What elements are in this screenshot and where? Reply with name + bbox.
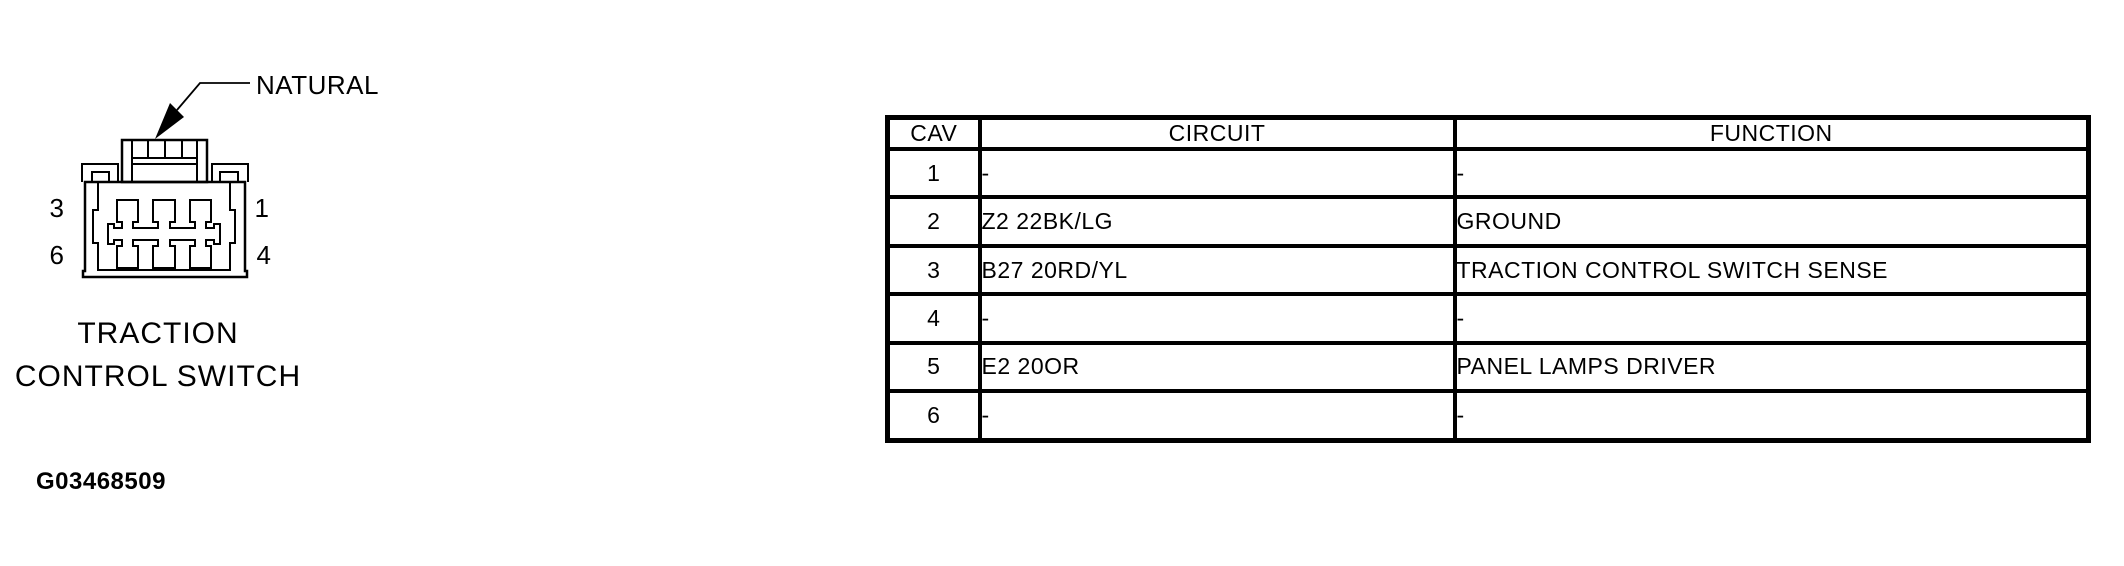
- cav-cell: 4: [885, 292, 982, 345]
- function-cell: -: [1452, 292, 2091, 345]
- table-row: 3 B27 20RD/YL TRACTION CONTROL SWITCH SE…: [885, 243, 2091, 297]
- table-row: 1 - -: [885, 146, 2091, 200]
- pin-label-4: 4: [256, 240, 272, 270]
- connector-body: [81, 180, 249, 279]
- caption-line-2: CONTROL SWITCH: [14, 360, 302, 393]
- header-cav: CAV: [885, 115, 982, 151]
- caption-line-1: TRACTION: [77, 317, 239, 350]
- function-cell: -: [1452, 146, 2091, 200]
- connector-color-label: NATURAL: [256, 70, 379, 100]
- table-row: 5 E2 20OR PANEL LAMPS DRIVER: [885, 340, 2091, 394]
- connector-right-ear: [211, 163, 249, 182]
- cav-cell: 1: [885, 146, 982, 200]
- circuit-cell: -: [977, 389, 1457, 443]
- function-cell: TRACTION CONTROL SWITCH SENSE: [1452, 243, 2091, 297]
- connector-inner-outline: [92, 183, 236, 271]
- table-row: 4 - -: [885, 292, 2091, 345]
- leader-line: [176, 82, 250, 111]
- arrowhead-icon: [155, 103, 184, 139]
- circuit-cell: -: [977, 146, 1457, 200]
- circuit-cell: -: [977, 292, 1457, 345]
- function-cell: PANEL LAMPS DRIVER: [1452, 340, 2091, 394]
- pinout-table-body: 1 - - 2 Z2 22BK/LG GROUND 3 B27 20RD/YL …: [885, 146, 2091, 443]
- cav-cell: 2: [885, 195, 982, 248]
- table-row: 2 Z2 22BK/LG GROUND: [885, 195, 2091, 248]
- cav-cell: 3: [885, 243, 982, 297]
- function-cell: -: [1452, 389, 2091, 443]
- cav-cell: 5: [885, 340, 982, 394]
- pin-label-1: 1: [254, 193, 270, 223]
- figure-id: G03468509: [36, 468, 166, 495]
- pinout-table: CAV CIRCUIT FUNCTION 1 - - 2 Z2 22BK/LG …: [885, 115, 2091, 443]
- circuit-cell: Z2 22BK/LG: [977, 195, 1457, 248]
- terminal-cavities: [107, 199, 221, 269]
- connector-left-ear: [81, 163, 119, 182]
- function-cell: GROUND: [1452, 195, 2091, 248]
- cav-cell: 6: [885, 389, 982, 443]
- header-circuit: CIRCUIT: [977, 115, 1457, 151]
- connector-drawing: [81, 82, 250, 279]
- header-function: FUNCTION: [1452, 115, 2091, 151]
- pin-label-3: 3: [49, 193, 65, 223]
- pin-label-6: 6: [49, 240, 65, 270]
- connector-caption: TRACTION CONTROL SWITCH: [4, 312, 312, 398]
- table-header-row: CAV CIRCUIT FUNCTION: [885, 115, 2091, 151]
- circuit-cell: B27 20RD/YL: [977, 243, 1457, 297]
- table-row: 6 - -: [885, 389, 2091, 443]
- circuit-cell: E2 20OR: [977, 340, 1457, 394]
